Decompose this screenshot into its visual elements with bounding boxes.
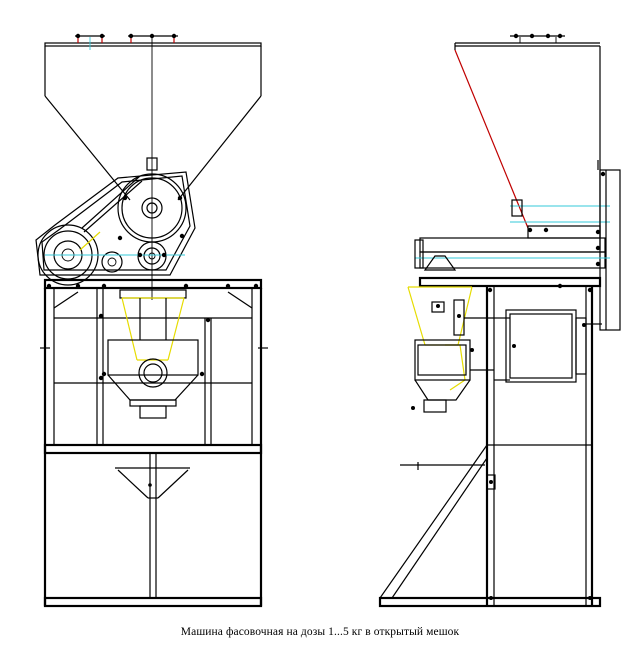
front-hopper [44,33,262,300]
drawing-caption: Машина фасовочная на дозы 1...5 кг в отк… [180,626,460,638]
front-belt-drive [35,171,196,286]
front-outlet [101,339,205,419]
side-motor [505,309,602,383]
side-frame [378,276,602,608]
front-dosing-funnel [119,289,187,361]
front-view [35,33,268,608]
side-hopper [454,33,621,331]
front-frame [40,278,268,608]
front-bag-spout [115,467,190,499]
side-view [378,33,621,608]
side-conveyor [414,225,610,271]
side-outlet [411,339,494,413]
technical-drawing [35,33,621,608]
